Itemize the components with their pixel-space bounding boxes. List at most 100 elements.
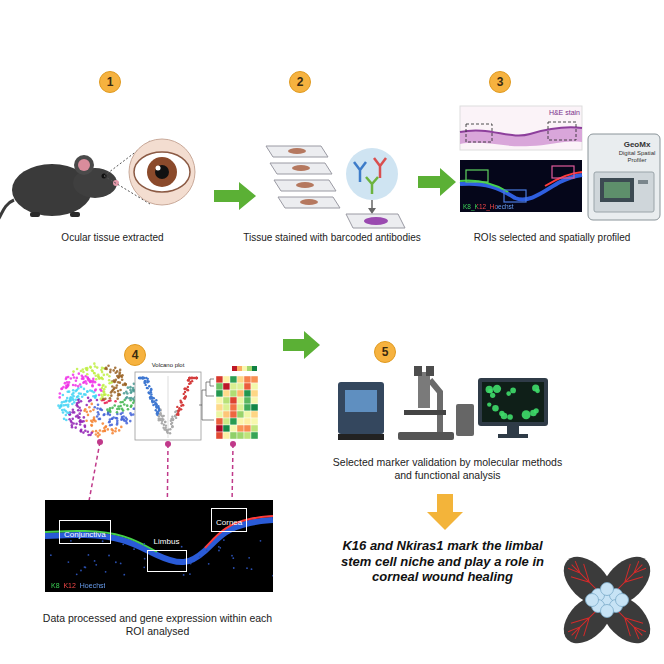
cluster-plot xyxy=(126,404,129,407)
volcano-plot xyxy=(177,410,179,412)
cell-image-monitor xyxy=(498,434,528,438)
heatmap xyxy=(216,425,223,432)
volcano-plot xyxy=(135,372,201,440)
cluster-plot xyxy=(76,377,79,380)
volcano-plot xyxy=(158,410,160,412)
antibody-bubble xyxy=(346,148,405,228)
cluster-plot xyxy=(94,396,97,399)
nucleus xyxy=(95,564,97,566)
cluster-plot xyxy=(116,397,119,400)
flow-arrow xyxy=(283,331,320,359)
cluster-plot xyxy=(91,385,94,388)
cluster-plot xyxy=(72,395,75,398)
volcano-plot xyxy=(163,424,165,426)
cluster-plot xyxy=(125,416,128,419)
heatmap xyxy=(216,418,223,425)
heatmap xyxy=(223,376,230,383)
antibody-bubble xyxy=(364,217,388,225)
volcano-plot xyxy=(147,380,149,382)
cluster-plot xyxy=(72,384,75,387)
cluster-plot xyxy=(121,376,124,379)
lab-computer xyxy=(345,390,377,412)
volcano-plot xyxy=(195,377,197,379)
cluster-plot xyxy=(109,371,112,374)
heatmap xyxy=(244,376,251,383)
cluster-plot xyxy=(97,403,100,406)
cluster-plot xyxy=(88,406,91,409)
geomx-instrument xyxy=(594,172,654,212)
volcano-plot xyxy=(146,387,148,389)
cluster-plot xyxy=(65,378,68,381)
cluster-plot xyxy=(78,412,81,415)
cluster-plot xyxy=(129,386,132,389)
volcano-plot xyxy=(148,391,150,393)
cluster-plot xyxy=(92,377,95,380)
cluster-plot xyxy=(120,426,123,429)
nucleus xyxy=(218,550,220,552)
cluster-plot xyxy=(104,425,107,428)
nucleus xyxy=(76,573,78,575)
cluster-plot xyxy=(117,405,120,408)
cluster-plot xyxy=(103,374,106,377)
nucleus xyxy=(248,557,250,559)
mouse-figure xyxy=(0,155,119,220)
cluster-plot xyxy=(127,386,130,389)
cluster-plot xyxy=(104,367,107,370)
fluorescence-image xyxy=(466,170,488,182)
heatmap xyxy=(251,397,258,404)
cluster-plot xyxy=(75,398,78,401)
cluster-plot xyxy=(86,390,89,393)
he-stain-image xyxy=(460,106,582,150)
volcano-plot xyxy=(171,426,173,428)
cluster-plot xyxy=(78,372,81,375)
cluster-plot xyxy=(116,411,119,414)
heatmap xyxy=(216,411,223,418)
cluster-plot xyxy=(114,400,117,403)
heatmap xyxy=(237,390,244,397)
cluster-plot xyxy=(94,395,97,398)
heatmap xyxy=(232,366,237,371)
cluster-plot xyxy=(69,411,72,414)
nucleus xyxy=(199,556,201,558)
cluster-plot xyxy=(87,430,90,433)
antibody-bubble xyxy=(366,177,378,194)
cluster-plot xyxy=(90,403,93,406)
cluster-plot xyxy=(97,383,100,386)
cluster-plot xyxy=(115,379,118,382)
epithelium xyxy=(45,520,273,562)
cluster-plot xyxy=(71,426,74,429)
step-number: 4 xyxy=(124,344,146,366)
cluster-plot xyxy=(63,404,66,407)
cluster-plot xyxy=(67,405,70,408)
mouse-figure xyxy=(78,159,90,171)
volcano-plot xyxy=(186,389,188,391)
cluster-plot xyxy=(85,411,88,414)
heatmap xyxy=(237,432,244,439)
slide-stack xyxy=(266,146,328,157)
heatmap xyxy=(230,418,237,425)
cluster-plot xyxy=(97,413,100,416)
volcano-plot xyxy=(155,403,157,405)
heatmap xyxy=(216,404,223,411)
volcano-plot xyxy=(189,377,191,379)
nucleus xyxy=(102,540,104,542)
cluster-plot xyxy=(106,408,109,411)
volcano-plot xyxy=(142,377,144,379)
cluster-plot xyxy=(118,429,121,432)
cluster-plot xyxy=(109,424,112,427)
cornea-flatmount xyxy=(586,594,599,607)
volcano-plot xyxy=(187,389,189,391)
cluster-plot xyxy=(107,412,110,415)
fluorescence-image xyxy=(545,172,582,186)
geomx-instrument xyxy=(600,178,634,202)
cluster-plot xyxy=(75,415,78,418)
heatmap xyxy=(223,411,230,418)
heatmap xyxy=(237,411,244,418)
cluster-plot xyxy=(122,384,125,387)
cluster-plot xyxy=(97,432,100,435)
volcano-plot xyxy=(142,377,144,379)
heatmap xyxy=(252,366,257,371)
nucleus xyxy=(144,558,146,560)
antibody-bubble xyxy=(346,148,398,200)
cluster-plot xyxy=(121,408,124,411)
